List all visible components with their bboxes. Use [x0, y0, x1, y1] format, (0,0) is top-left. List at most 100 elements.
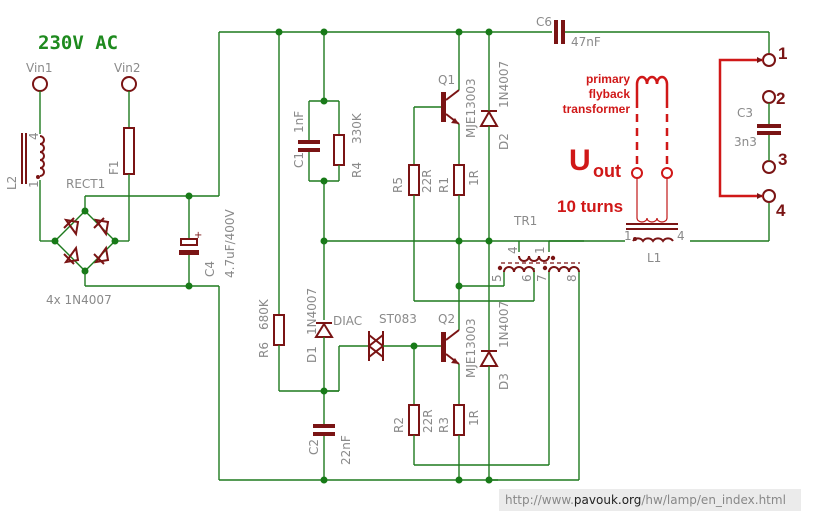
r1-resistor	[453, 164, 465, 196]
d1-value: 1N4007	[305, 288, 319, 335]
schematic-stroke	[445, 89, 460, 101]
schematic-stroke	[542, 265, 548, 271]
schematic-stroke	[368, 334, 385, 358]
url-prefix: http://www.	[505, 493, 574, 507]
vin2-label: Vin2	[114, 61, 141, 75]
r4-label: R4	[350, 162, 364, 178]
schematic-stroke	[762, 160, 776, 174]
lamp-pin-2: 2	[776, 89, 785, 108]
r6-label: R6	[257, 342, 271, 358]
schematic-stroke	[479, 349, 499, 367]
junction-dot	[455, 476, 463, 484]
c1-capacitor	[298, 140, 320, 144]
schematic-stroke	[718, 58, 763, 198]
schematic-stroke	[762, 53, 776, 67]
l1-pin-1: 1	[624, 229, 632, 243]
r2-resistor	[408, 404, 420, 436]
vin2-terminal	[121, 76, 137, 92]
tr1-pin-4: 4	[506, 246, 520, 254]
schematic-stroke	[550, 255, 556, 261]
d1-diode: D1 1N4007	[305, 288, 334, 363]
url-domain: pavouk.org	[573, 493, 642, 507]
r6-value: 680K	[257, 298, 271, 330]
schematic-stroke	[451, 118, 459, 124]
q1-transistor: Q1 MJE13003	[438, 73, 478, 138]
transformer-label: transformer	[563, 102, 631, 116]
schematic-stroke	[451, 358, 459, 364]
schematic-stroke	[441, 332, 446, 362]
schematic-stroke	[762, 90, 776, 104]
q2-label: Q2	[438, 312, 455, 326]
c1-label: C1	[292, 152, 306, 168]
schematic-stroke	[503, 266, 535, 273]
tr1-transformer: TR1 4 1 5 6 7 8	[490, 214, 580, 282]
junction-dot	[485, 237, 493, 245]
q2-value: MJE13003	[464, 318, 478, 378]
c2-value: 22nF	[339, 435, 353, 465]
uout-subscript: out	[593, 161, 621, 181]
rect1-label: RECT1	[66, 177, 105, 191]
junction-dot	[320, 476, 328, 484]
schematic-stroke	[179, 250, 199, 255]
r3-value: 1R	[467, 410, 481, 426]
vin1-terminal	[32, 76, 48, 92]
diac: DIAC ST083	[333, 312, 417, 361]
c4-capacitor: + C4 4.7uF/400V	[179, 196, 237, 286]
schematic-stroke	[548, 266, 580, 273]
r2-value: 22R	[421, 409, 435, 433]
l1-pin-4: 4	[677, 229, 685, 243]
schematic-stroke	[479, 109, 499, 127]
schematic-stroke	[441, 92, 446, 122]
f1-label: F1	[107, 160, 121, 175]
c6-label: C6	[536, 15, 552, 29]
tr1-pin-5: 5	[490, 274, 504, 282]
tr1-pin-1: 1	[533, 246, 547, 254]
d1-label: D1	[305, 346, 319, 363]
rect1-value: 4x 1N4007	[46, 293, 112, 307]
schematic-stroke	[518, 255, 550, 262]
r3-resistor	[453, 404, 465, 436]
c3-label: C3	[737, 106, 753, 120]
c1-value: 1nF	[292, 111, 306, 133]
schematic-stroke	[93, 245, 110, 265]
c2-capacitor	[313, 424, 335, 428]
title-230v-ac: 230V AC	[38, 32, 118, 54]
source-url[interactable]: http://www.pavouk.org/hw/lamp/en_index.h…	[499, 489, 801, 511]
schematic-stroke	[93, 217, 110, 237]
d2-value: 1N4007	[497, 61, 511, 108]
lamp-pin-1: 1	[778, 44, 787, 63]
schematic-stroke	[36, 175, 40, 179]
f1-fuse	[123, 127, 135, 175]
r5-value: 22R	[420, 169, 434, 193]
schematic-stroke	[631, 167, 643, 179]
d3-diode: D3 1N4007	[479, 301, 511, 390]
c6-value: 47nF	[571, 35, 601, 49]
schematic-stroke	[63, 217, 80, 237]
r5-resistor	[408, 164, 420, 196]
r1-value: 1R	[467, 170, 481, 186]
rect1-bridge: RECT1 4x 1N4007	[46, 177, 119, 307]
uout-label: U	[569, 144, 591, 177]
schematic-stroke	[633, 237, 637, 241]
r6-resistor	[273, 314, 285, 346]
r4-value: 330K	[350, 112, 364, 144]
q1-value: MJE13003	[464, 78, 478, 138]
diac-label: DIAC	[333, 314, 362, 328]
d3-value: 1N4007	[497, 301, 511, 348]
q2-transistor: Q2 MJE13003	[438, 312, 478, 378]
diac-value: ST083	[379, 312, 417, 326]
flyback-label: flyback	[589, 87, 631, 101]
schematic-stroke	[298, 148, 320, 152]
schematic-stroke	[561, 20, 565, 44]
schematic-stroke	[554, 20, 558, 44]
lamp-connector: C3 3n3 1 2 3 4	[718, 44, 787, 220]
l1-inductor: 1 4 L1	[624, 223, 685, 265]
d3-label: D3	[497, 373, 511, 390]
flyback-annotation: primary flyback transformer U out 10 tur…	[557, 72, 673, 223]
junction-dot	[111, 237, 119, 245]
l1-label: L1	[647, 251, 661, 265]
c4-label: C4	[203, 261, 217, 277]
junction-dot	[51, 237, 59, 245]
